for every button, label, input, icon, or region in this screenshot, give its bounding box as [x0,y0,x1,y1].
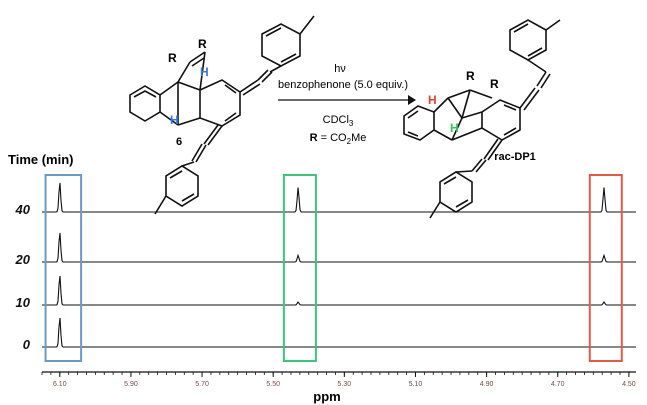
product-compound-label: rac-DP1 [494,151,536,163]
product-h-label-red: H [428,93,437,107]
product-r-label-2: R [490,77,499,91]
y-axis-label: Time (min) [8,152,74,167]
time-label-20: 20 [15,252,31,267]
spectrum-trace-10 [42,275,636,306]
x-axis-label: ppm [313,389,340,404]
condition-solvent: CDCl3 [323,114,354,128]
highlight-box-3 [588,174,623,362]
product-r-label-1: R [466,69,475,83]
reactant-structure [129,15,315,215]
x-tick-label: 5.50 [266,381,280,388]
reactant-r-label-2: R [198,37,207,51]
x-tick-label: 5.10 [409,381,423,388]
x-tick-label: 5.30 [338,381,352,388]
nmr-spectra: 40 20 10 0 6.10 5.90 5.70 5.50 5.30 5.10 4.90 4.70 4… [15,174,636,388]
time-label-40: 40 [15,202,31,217]
x-tick-label: 5.70 [195,381,209,388]
spectrum-trace-20 [42,232,636,263]
condition-sensitizer: benzophenone (5.0 equiv.) [278,79,408,91]
highlight-box-1 [44,174,83,362]
reactant-h-label-top: H [200,65,209,79]
reactant-h-label-bottom: H [170,113,179,127]
reaction-arrow [278,95,416,105]
spectrum-trace-40 [42,182,636,213]
product-structure [403,19,561,219]
highlight-box-2 [282,174,317,362]
reactant-compound-number: 6 [176,136,182,148]
x-tick-label: 4.50 [622,381,636,388]
time-label-0: 0 [23,337,31,352]
condition-light: hν [334,63,346,75]
x-tick-label: 5.90 [124,381,138,388]
x-tick-label: 4.90 [480,381,494,388]
x-tick-label: 4.70 [551,381,565,388]
time-label-10: 10 [16,295,31,310]
x-tick-label: 6.10 [53,381,67,388]
condition-r-definition: R = CO2Me [310,132,367,146]
spectrum-trace-0 [42,317,636,348]
reactant-r-label-1: R [168,51,177,65]
product-h-label-green: H [450,121,459,135]
